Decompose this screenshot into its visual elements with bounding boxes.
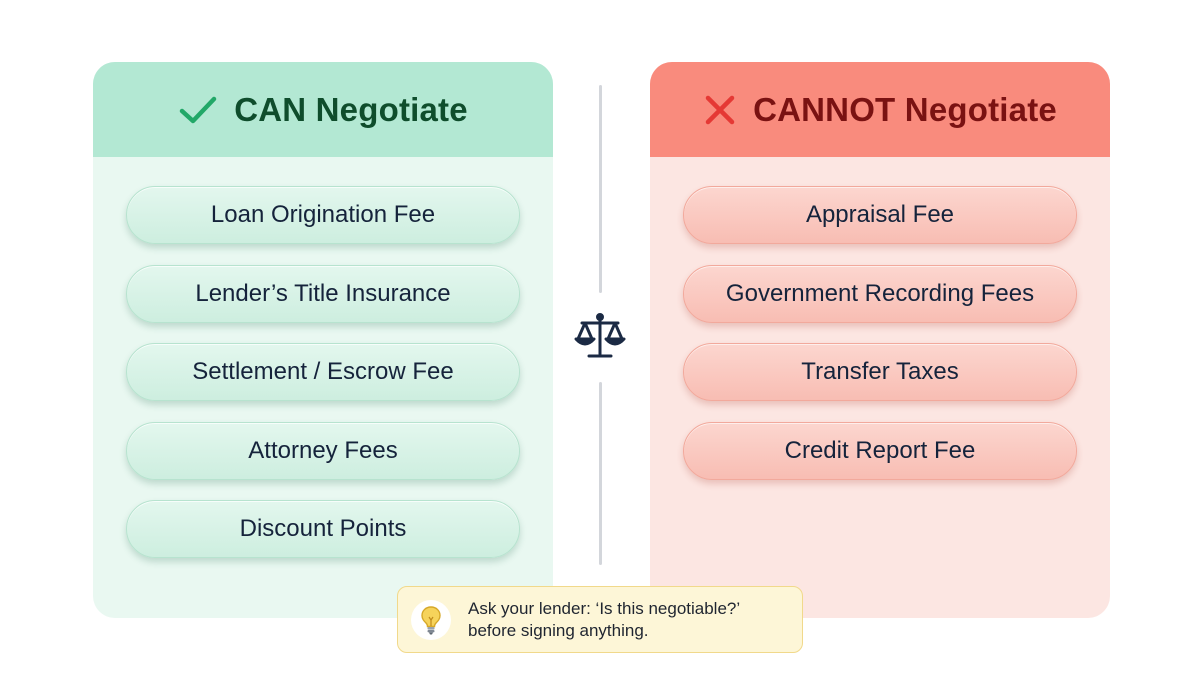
- tip-line-2: before signing anything.: [468, 620, 649, 640]
- can-negotiate-title: CAN Negotiate: [234, 90, 468, 128]
- cannot-negotiate-list: Appraisal Fee Government Recording Fees …: [683, 186, 1077, 500]
- lightbulb-icon: [411, 599, 451, 640]
- cannot-negotiate-title: CANNOT Negotiate: [753, 90, 1057, 128]
- can-negotiate-item-lenders-title-insurance: Lender’s Title Insurance: [126, 264, 520, 323]
- scale-balance-icon: [572, 308, 628, 364]
- tip-line-1: Ask your lender: ‘Is this negotiable?’: [468, 598, 741, 618]
- center-divider-top: [599, 85, 602, 293]
- can-negotiate-item-settlement-escrow-fee: Settlement / Escrow Fee: [126, 343, 520, 401]
- tip-callout: Ask your lender: ‘Is this negotiable?’ b…: [397, 586, 803, 653]
- cannot-negotiate-item-appraisal-fee: Appraisal Fee: [683, 186, 1077, 244]
- cannot-negotiate-panel: CANNOT Negotiate Appraisal Fee Governmen…: [650, 62, 1110, 618]
- cannot-negotiate-item-transfer-taxes: Transfer Taxes: [683, 343, 1077, 401]
- can-negotiate-item-discount-points: Discount Points: [126, 500, 520, 558]
- can-negotiate-header: CAN Negotiate: [93, 62, 553, 157]
- cannot-negotiate-item-credit-report-fee: Credit Report Fee: [683, 421, 1077, 480]
- checkmark-icon: [178, 94, 218, 126]
- can-negotiate-item-loan-origination-fee: Loan Origination Fee: [126, 186, 520, 244]
- cannot-negotiate-item-government-recording-fees: Government Recording Fees: [683, 264, 1077, 323]
- can-negotiate-panel: CAN Negotiate Loan Origination Fee Lende…: [93, 62, 553, 618]
- tip-text: Ask your lender: ‘Is this negotiable?’ b…: [468, 598, 740, 642]
- cannot-negotiate-header: CANNOT Negotiate: [650, 62, 1110, 157]
- can-negotiate-item-attorney-fees: Attorney Fees: [126, 421, 520, 480]
- cross-icon: [703, 93, 737, 127]
- center-divider-bottom: [599, 382, 602, 565]
- can-negotiate-list: Loan Origination Fee Lender’s Title Insu…: [126, 186, 520, 579]
